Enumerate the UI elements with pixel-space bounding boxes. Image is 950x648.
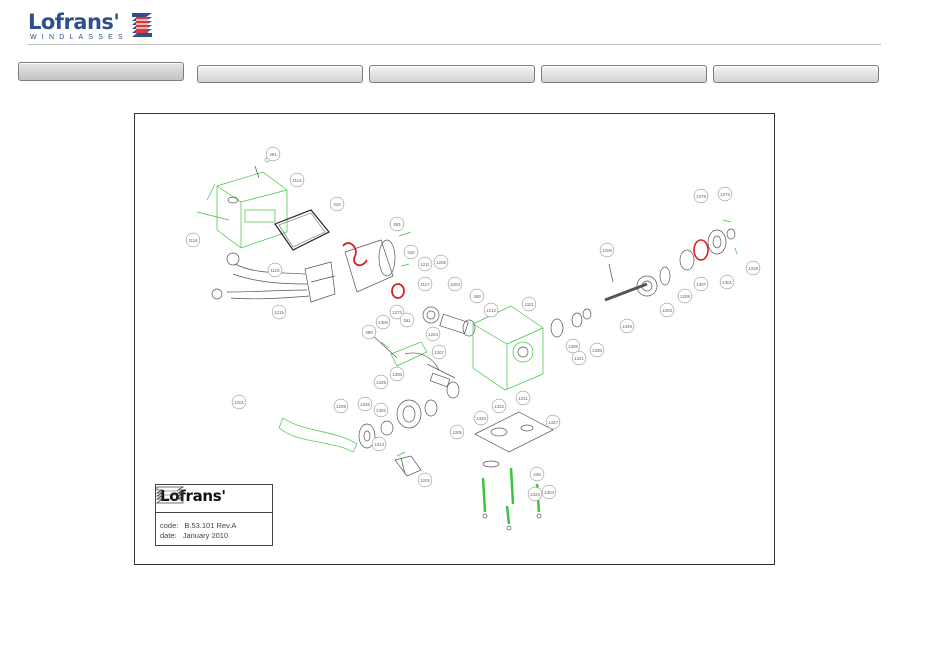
nav-button-3[interactable]	[369, 65, 535, 83]
logo-subtitle: WINDLASSES	[30, 34, 128, 41]
end-cap	[707, 229, 727, 255]
nav-button-2[interactable]	[197, 65, 363, 83]
logo-wordmark: Lofrans'	[28, 10, 120, 34]
callout-label: 1208	[680, 294, 691, 299]
exploded-parts-diagram: 391 1116 315 1114 1115 391 316 1211 1206…	[134, 113, 775, 565]
callout-label: 1211	[420, 262, 430, 267]
title-block-logo: Lofrans'	[160, 487, 226, 505]
callout-numbers: 391 1116 315 1114 1115 391 316 1211 1206…	[188, 152, 758, 497]
callout-label: 1375	[696, 194, 707, 199]
callout-label: 1327	[548, 420, 559, 425]
callout-label: 1203	[662, 308, 673, 313]
callout-label: 1116	[188, 238, 198, 243]
callout-label: 1307	[696, 282, 707, 287]
callout-label: 1207	[434, 350, 445, 355]
callout-label: 1305	[452, 430, 463, 435]
header-divider	[28, 44, 881, 45]
callout-label: 1202	[420, 478, 431, 483]
callout-label: 339	[533, 472, 541, 477]
callout-label: 1302	[376, 408, 387, 413]
callout-label: 1301	[722, 280, 733, 285]
callout-label: 315	[333, 202, 341, 207]
deck-plate	[474, 411, 554, 453]
callout-label: 1373	[392, 310, 403, 315]
callout-label: 1306	[568, 344, 579, 349]
date-label: date:	[160, 531, 177, 540]
exploded-view-drawing: 391 1116 315 1114 1115 391 316 1211 1206…	[185, 146, 761, 531]
code-label: code:	[160, 521, 179, 530]
callout-label: 316	[407, 250, 415, 255]
callout-label: 391	[269, 152, 277, 157]
gearbox-housing	[472, 305, 544, 391]
callout-label: 1313	[374, 442, 385, 447]
lofrans-logo[interactable]: Lofrans' WINDLASSES	[28, 10, 158, 42]
motor-cover	[216, 171, 288, 249]
callout-label: 1321	[574, 356, 585, 361]
handle	[278, 417, 358, 453]
callout-label: 1003	[450, 282, 461, 287]
nav-button-1[interactable]	[18, 62, 184, 81]
date-value: January 2010	[182, 531, 229, 540]
drawing-title-block: Lofrans' code: B.53.101 Rev.A date: Januar…	[155, 484, 273, 546]
callout-label: 361	[403, 318, 411, 323]
drum	[358, 423, 376, 449]
callout-label: 389	[365, 330, 373, 335]
part-callouts	[185, 146, 761, 502]
gasket	[274, 209, 330, 251]
callout-label: 1319	[748, 266, 759, 271]
red-wire	[342, 242, 368, 267]
callout-label: 1117	[420, 282, 430, 287]
code-value: B.53.101 Rev.A	[184, 521, 237, 530]
callout-label: 1322	[530, 492, 541, 497]
nav-button-5[interactable]	[713, 65, 879, 83]
callout-label: 1311	[518, 396, 528, 401]
callout-label: 1376	[720, 192, 731, 197]
callout-label: 1306	[378, 320, 389, 325]
callout-label: 1320	[476, 416, 487, 421]
callout-label: 1326	[360, 402, 371, 407]
callout-label: 1114	[292, 178, 302, 183]
callout-label: 1304	[544, 490, 555, 495]
callout-label: 1215	[274, 310, 285, 315]
terminal-block	[304, 261, 336, 303]
drawing-code: code: B.53.101 Rev.A	[160, 521, 236, 530]
callout-label: 1212	[486, 308, 497, 313]
chain-gypsy	[396, 399, 422, 429]
callout-label: 1204	[428, 332, 439, 337]
motor-body	[344, 239, 394, 293]
callout-label: 1201	[234, 400, 245, 405]
callout-label: 1300	[392, 372, 403, 377]
nav-button-4[interactable]	[541, 65, 707, 83]
o-ring	[391, 283, 405, 299]
callout-label: 1330	[592, 348, 603, 353]
callout-label: 369	[473, 294, 481, 299]
title-block-divider	[156, 512, 272, 513]
callout-label: 1325	[376, 380, 387, 385]
callout-label: 391	[393, 222, 401, 227]
title-block-flag-icon	[156, 486, 184, 504]
callout-label: 1206	[436, 260, 447, 265]
callout-label: 1209	[336, 404, 347, 409]
callout-label: 1115	[270, 268, 280, 273]
callout-label: 1322	[494, 404, 505, 409]
callout-label: 1349	[622, 324, 633, 329]
logo-flag-icon	[132, 13, 152, 37]
callout-label: 1205	[602, 248, 613, 253]
callout-label: 1321	[524, 302, 535, 307]
drawing-date: date: January 2010	[160, 531, 228, 540]
